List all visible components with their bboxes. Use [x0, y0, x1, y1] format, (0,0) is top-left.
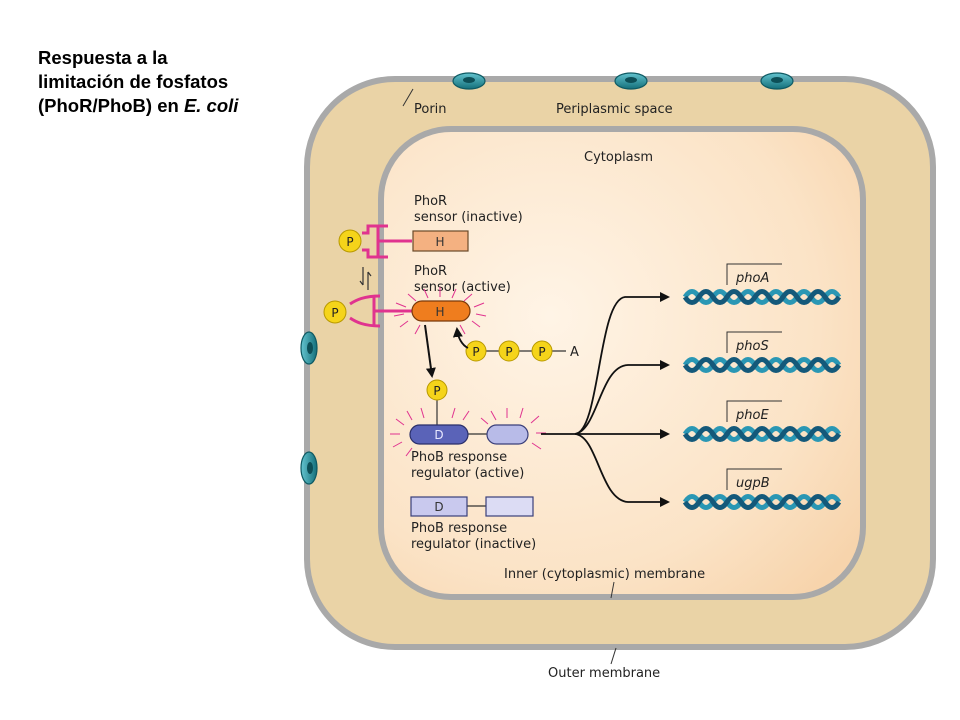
equilibrium-arrows: [359, 267, 372, 290]
phor-receptor-active: [349, 294, 412, 328]
title-line-3-prefix: (PhoR/PhoB) en: [38, 95, 184, 116]
inner-membrane-leader: [610, 581, 615, 599]
activation-arrow: [424, 324, 436, 378]
dna-phoE: [682, 426, 842, 442]
dna-ugpB: [682, 494, 842, 510]
porin-top-1: [452, 72, 486, 90]
atp-adenosine: A: [570, 345, 579, 360]
regulator-activation-rays: [390, 407, 546, 457]
histidine-label-inactive: H: [435, 235, 444, 249]
phor-active-label-1: PhoR: [414, 264, 447, 279]
phosphate-label-2: P: [331, 306, 338, 320]
atp-phosphate-2: P: [505, 345, 512, 359]
dna-phoA: [682, 289, 842, 305]
phosphate-bound-inactive: P: [338, 229, 362, 253]
phor-inactive-label-1: PhoR: [414, 194, 447, 209]
phor-inactive-label-2: sensor (inactive): [414, 210, 523, 225]
phor-active-label-2: sensor (active): [414, 280, 511, 295]
title-organism: E. coli: [183, 95, 239, 116]
phor-sensor-active: H: [411, 300, 471, 322]
inner-membrane-label: Inner (cytoplasmic) membrane: [504, 567, 705, 582]
phosphate-on-phob: P: [426, 379, 448, 425]
slide-title: Respuesta a la limitación de fosfatos (P…: [38, 46, 308, 118]
title-line-2: limitación de fosfatos: [38, 71, 229, 92]
porin-left-1: [300, 331, 318, 365]
phob-inactive-label-1: PhoB response: [411, 521, 507, 536]
gene-activation-arrows: [541, 292, 670, 507]
phosphotransfer-arrow: [452, 327, 469, 349]
histidine-label-active: H: [435, 305, 444, 319]
phor-sensor-inactive: H: [412, 230, 469, 252]
outer-membrane-leader: [610, 647, 617, 665]
atp-phosphate-1: P: [472, 345, 479, 359]
title-line-3: (PhoR/PhoB) en E. coli: [38, 94, 308, 118]
porin-left-2: [300, 451, 318, 485]
gene-label-phoS: phoS: [735, 339, 769, 354]
gene-label-phoE: phoE: [735, 408, 769, 423]
atp-phosphate-3: P: [538, 345, 545, 359]
porin-top-3: [760, 72, 794, 90]
phosphate-label-1: P: [346, 235, 353, 249]
phob-regulator-inactive: D: [410, 496, 534, 517]
dna-phoS: [682, 357, 842, 373]
aspartate-label-active: D: [434, 428, 443, 442]
phor-receptor-inactive: [362, 224, 412, 259]
aspartate-label-inactive: D: [434, 500, 443, 514]
phosphate-label-phob: P: [433, 384, 440, 398]
phob-regulator-active: D: [409, 424, 529, 445]
periplasmic-space-label: Periplasmic space: [556, 102, 673, 117]
gene-label-phoA: phoA: [735, 271, 769, 286]
porin-label: Porin: [414, 102, 447, 117]
outer-membrane-label: Outer membrane: [548, 666, 660, 681]
phob-active-label-2: regulator (active): [411, 466, 524, 481]
phob-inactive-label-2: regulator (inactive): [411, 537, 536, 552]
porin-leader: [402, 88, 414, 107]
porin-top-2: [614, 72, 648, 90]
gene-brackets: [726, 263, 782, 490]
sensor-activation-rays: [393, 287, 487, 335]
atp-molecule: P P P A: [465, 340, 579, 362]
phob-active-label-1: PhoB response: [411, 450, 507, 465]
phosphate-free: P: [323, 300, 347, 324]
cytoplasm-label: Cytoplasm: [584, 150, 653, 165]
inner-membrane: [378, 126, 866, 600]
title-line-1: Respuesta a la: [38, 47, 168, 68]
gene-label-ugpB: ugpB: [736, 476, 770, 491]
